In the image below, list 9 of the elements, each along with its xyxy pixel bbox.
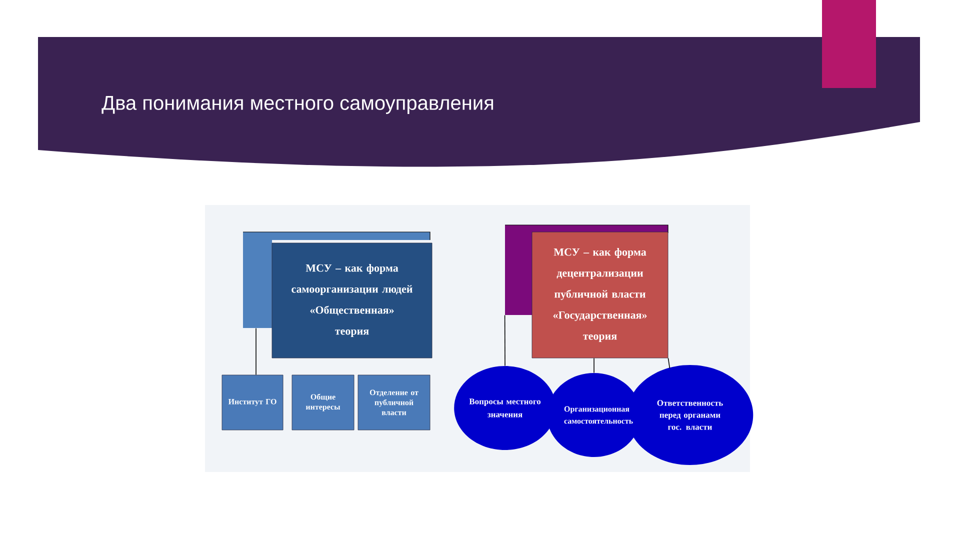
background-box xyxy=(242,232,430,328)
title: Два понимания местного самоуправления xyxy=(102,96,494,114)
text-box: Отделение от публичной власти xyxy=(358,374,430,430)
connector-line xyxy=(504,314,506,366)
text-box: МСУ – как форма самоорганизации людей «Общественная» теория xyxy=(272,242,432,358)
text-box: Институт ГО xyxy=(222,374,284,430)
text-box: Общие интересы xyxy=(292,374,354,430)
text-box: МСУ – как форма децентрализации публичной власти «Государственная» теория xyxy=(532,232,668,358)
connector-line xyxy=(668,358,670,369)
